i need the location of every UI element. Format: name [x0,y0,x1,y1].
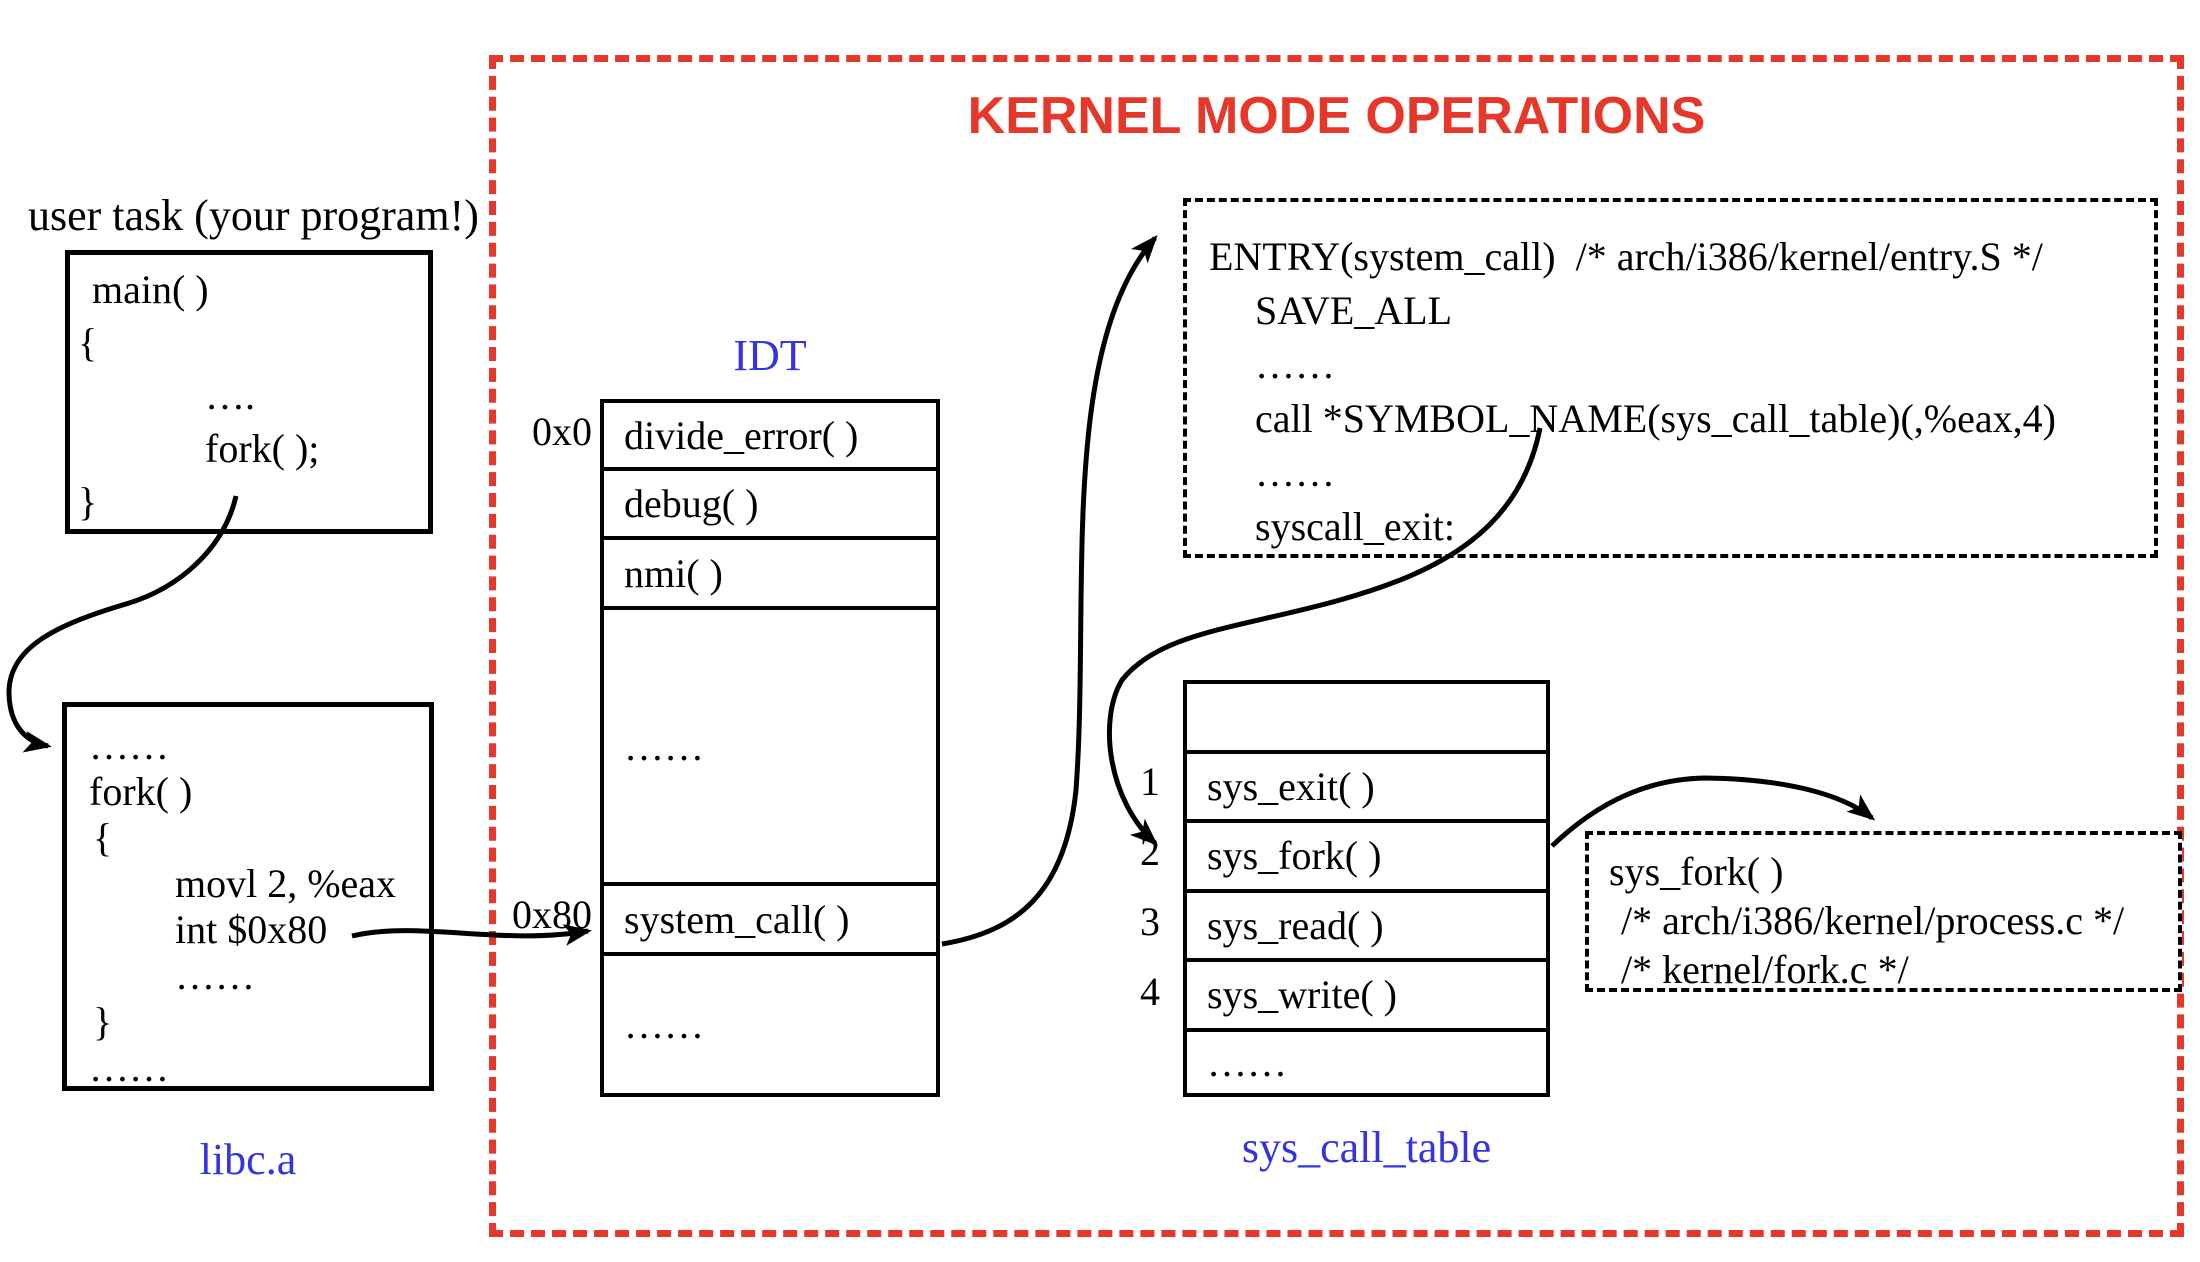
idt-row: divide_error( ) [604,403,936,472]
libc-caption: libc.a [199,1135,297,1184]
sys-call-table: sys_exit( ) sys_fork( ) sys_read( ) sys_… [1183,680,1550,1097]
idt-row: …… [624,1001,704,1047]
idt-offset-0x0: 0x0 [532,409,592,454]
libc-line: …… [89,1045,169,1090]
entry-line: …… [1255,342,1335,387]
libc-line: int $0x80 [175,907,328,952]
sys-call-table-row: …… [1207,1039,1287,1085]
main-line: } [78,479,98,524]
entry-line: syscall_exit: [1255,504,1455,549]
main-line: main( ) [92,267,209,312]
kernel-mode-frame [489,55,2184,1237]
libc-line: { [93,815,113,860]
idt-table: divide_error( ) debug( ) nmi( ) …… syste… [600,399,940,1097]
idt-row: system_call( ) [604,886,936,956]
sys-call-table-row: sys_fork( ) [1187,823,1546,893]
idt-caption: IDT [733,331,807,380]
libc-line: …… [175,953,255,998]
main-line: { [78,320,98,365]
libc-line: fork( ) [89,769,193,814]
main-line: …. [205,373,255,418]
sys-call-index-2: 2 [1140,829,1160,874]
libc-line: movl 2, %eax [175,861,397,906]
sys-call-table-caption: sys_call_table [1241,1123,1492,1172]
sys-fork-line: /* kernel/fork.c */ [1621,947,1909,992]
sys-call-table-row: sys_read( ) [1187,893,1546,962]
libc-line: } [93,999,113,1044]
sys-call-index-1: 1 [1140,759,1160,804]
sys-call-index-3: 3 [1140,899,1160,944]
entry-line: SAVE_ALL [1255,288,1453,333]
idt-row: debug( ) [604,471,936,541]
entry-system-call-box: ENTRY(system_call) /* arch/i386/kernel/e… [1183,198,2158,558]
kernel-mode-title: KERNEL MODE OPERATIONS [967,87,1706,145]
sys-fork-box: sys_fork( ) /* arch/i386/kernel/process.… [1585,831,2182,992]
sys-call-index-4: 4 [1140,969,1160,1014]
entry-line: call *SYMBOL_NAME(sys_call_table)(,%eax,… [1255,396,2056,441]
user-task-label: user task (your program!) [28,191,479,240]
main-box: main( ) { …. fork( ); } [65,250,433,534]
idt-row: …… [604,610,936,887]
sys-call-table-row: sys_write( ) [1187,962,1546,1032]
entry-line: ENTRY(system_call) /* arch/i386/kernel/e… [1209,234,2043,279]
entry-line: …… [1255,450,1335,495]
idt-offset-0x80: 0x80 [512,892,592,937]
sys-fork-line: /* arch/i386/kernel/process.c */ [1621,898,2125,943]
libc-line: …… [89,723,169,768]
main-line: fork( ); [205,426,320,471]
libc-box: …… fork( ) { movl 2, %eax int $0x80 …… }… [62,702,434,1091]
sys-fork-line: sys_fork( ) [1609,849,1784,894]
sys-call-table-row [1187,684,1546,754]
idt-row: nmi( ) [604,540,936,610]
sys-call-table-row: sys_exit( ) [1187,754,1546,823]
